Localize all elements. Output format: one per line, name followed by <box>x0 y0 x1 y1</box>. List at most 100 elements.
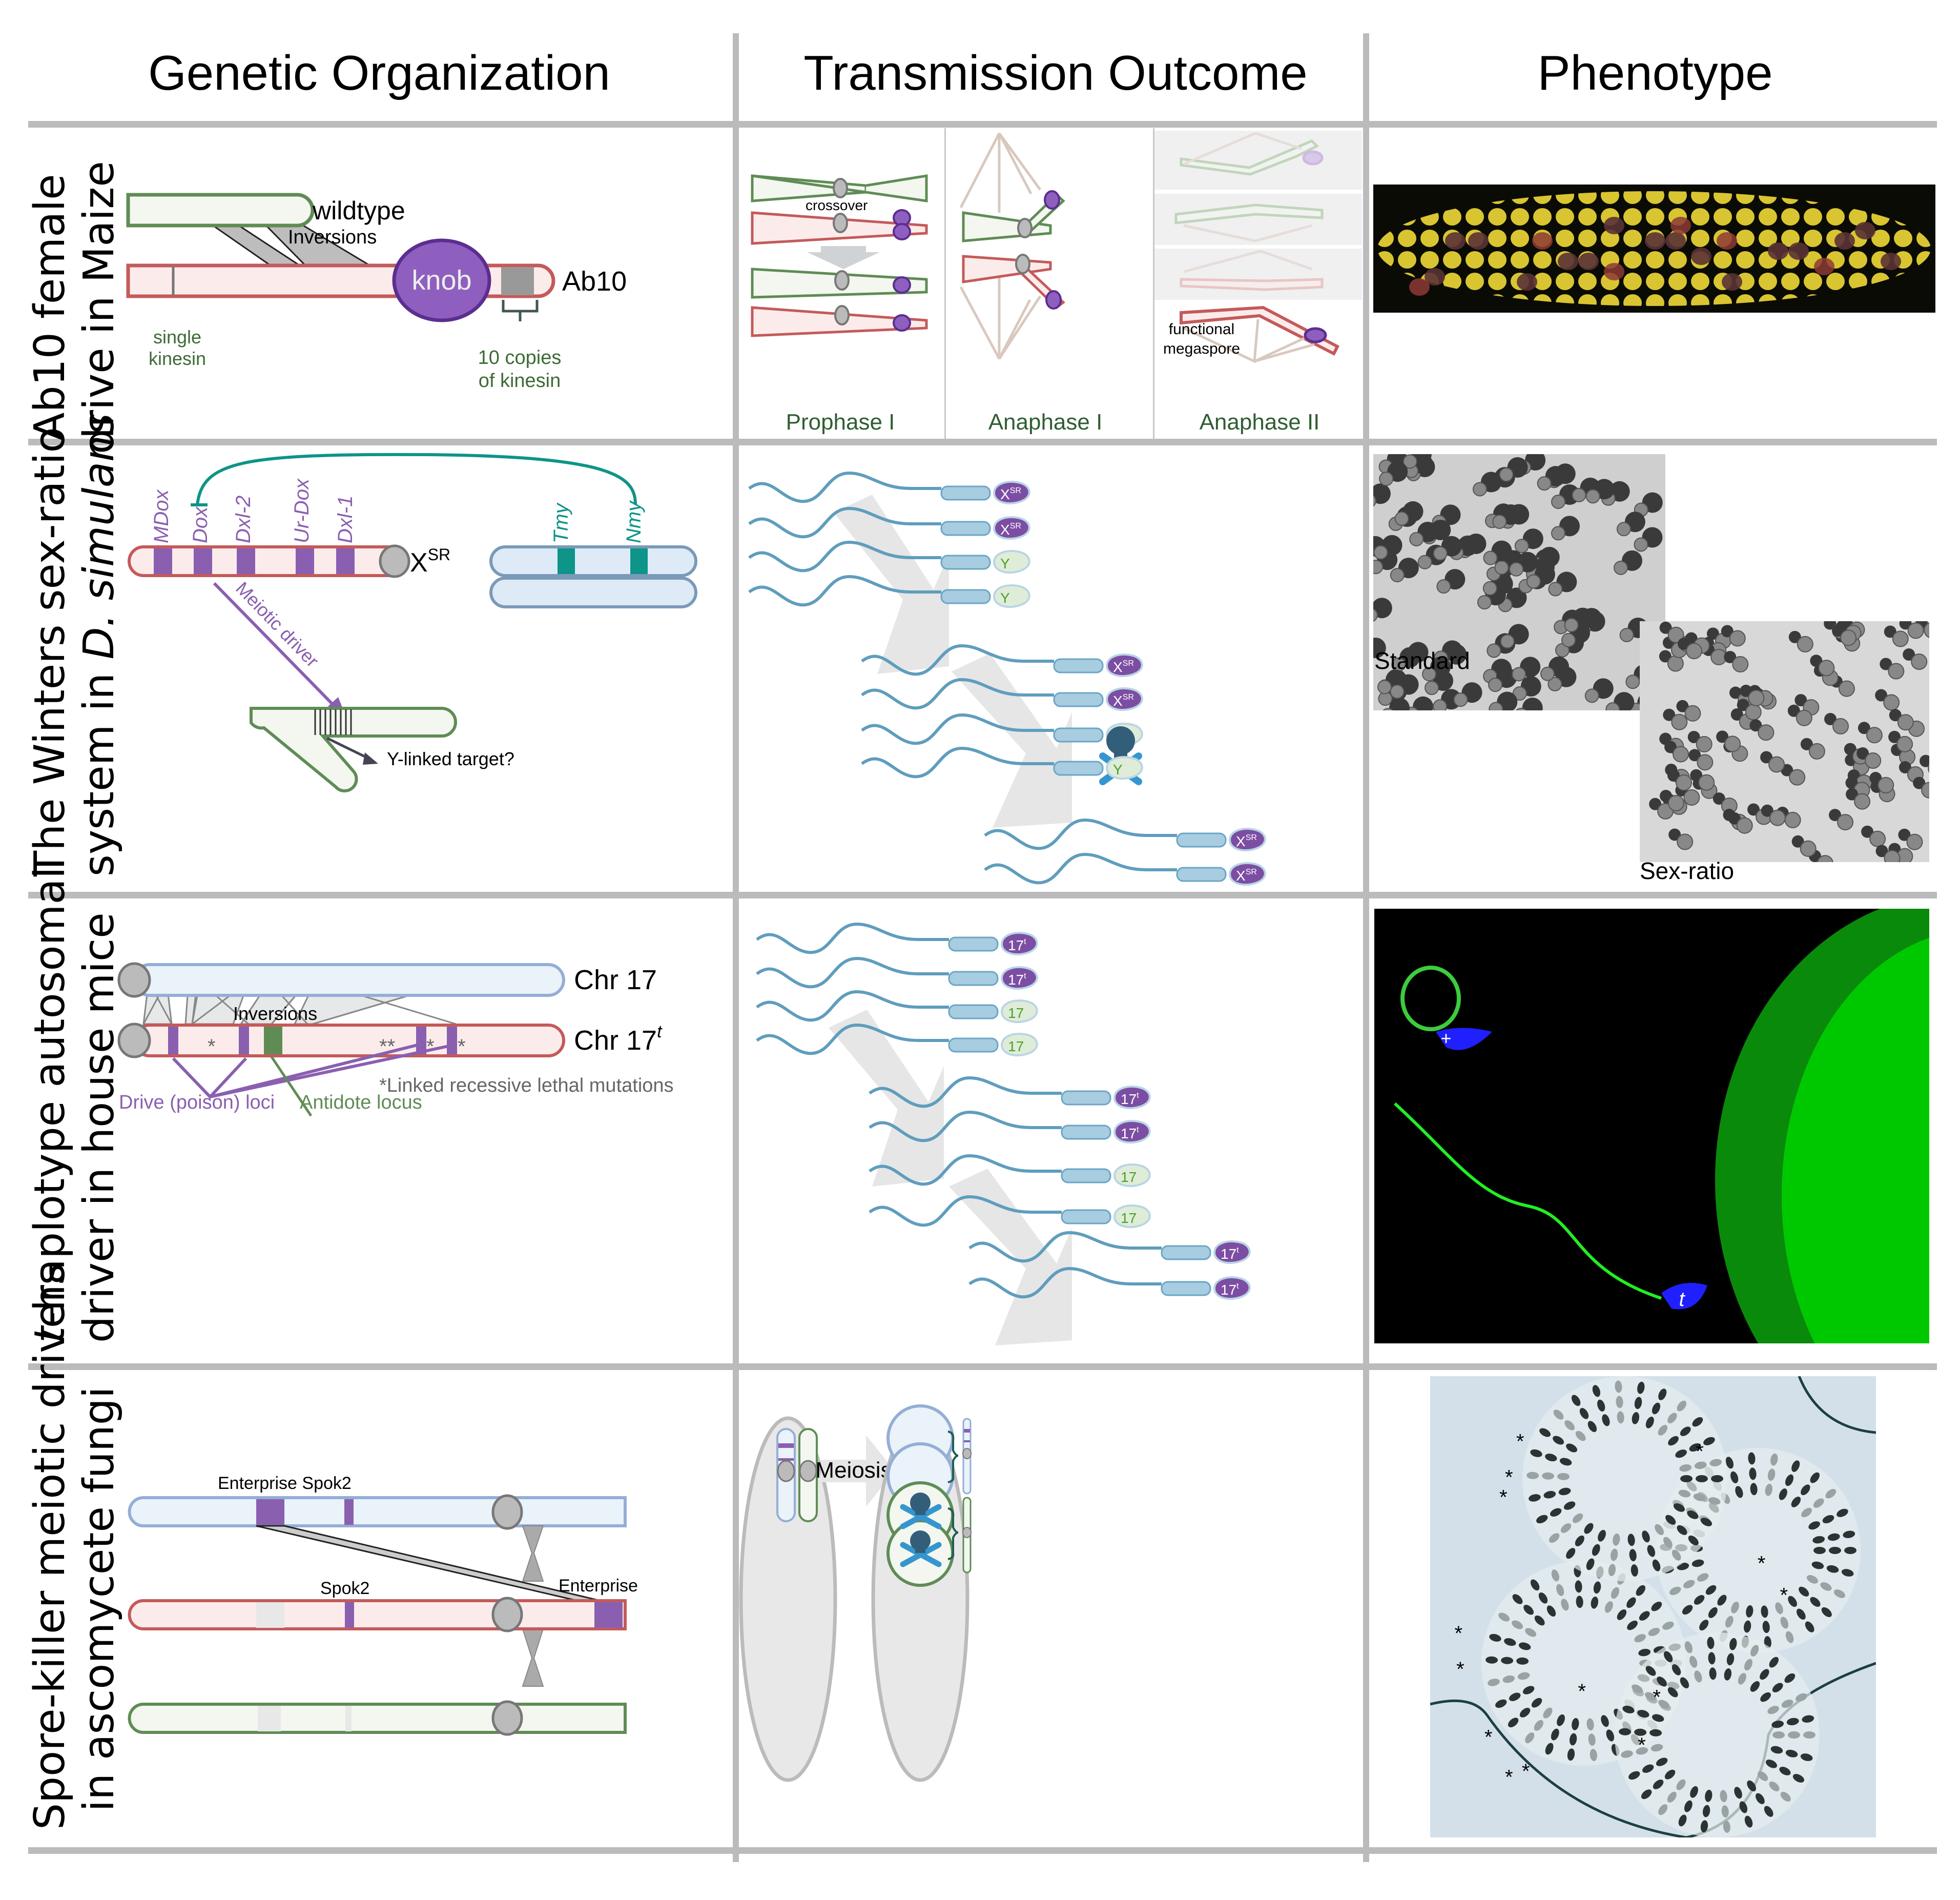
axoneme-ring <box>1373 608 1378 622</box>
asterisk-marker: * <box>1522 1760 1530 1783</box>
ascospore <box>1803 1731 1815 1739</box>
axoneme-dark <box>1898 828 1911 841</box>
column-title-genetic: Genetic Organization <box>148 46 610 100</box>
axoneme-ring <box>1854 793 1871 810</box>
ascospore <box>1512 1594 1523 1604</box>
axoneme-ring <box>1619 627 1634 642</box>
ascospore <box>1575 1535 1584 1546</box>
meiosis-label: Meiosis <box>815 1458 892 1483</box>
ascospore <box>1576 1596 1583 1608</box>
axoneme-ring <box>1417 555 1432 569</box>
ascospore <box>1543 1490 1556 1499</box>
axoneme-ring <box>1572 487 1586 502</box>
centromere-icon <box>491 1700 523 1736</box>
axoneme-ring <box>1911 653 1928 670</box>
sex-ratio-em-photo <box>1640 621 1929 862</box>
enterprise-band <box>594 1602 623 1628</box>
axoneme-ring <box>1796 709 1812 726</box>
ascospore <box>1489 1633 1501 1642</box>
sperm-genotype-label: XSR <box>1113 693 1134 709</box>
sperm-genotype-label: XSR <box>1000 486 1021 502</box>
axoneme-ring <box>1488 678 1503 692</box>
sperm-head <box>993 584 1030 608</box>
sex-ratio-label: Sex-ratio <box>1640 857 1735 884</box>
ascospore <box>1525 1732 1535 1744</box>
sperm: 17t <box>756 956 1038 990</box>
ascospore <box>1738 1673 1746 1685</box>
ascospore <box>1694 1595 1705 1605</box>
diagonal-arrow-icon <box>834 495 949 674</box>
sperm: Y <box>748 575 1030 608</box>
row-divider-3 <box>28 1363 1937 1370</box>
axoneme-ring <box>1584 688 1599 703</box>
locus-label-dxl2: Dxl-2 <box>232 496 255 543</box>
ascospore <box>1779 1767 1791 1775</box>
axoneme-ring <box>1698 774 1715 791</box>
ascospore <box>1700 1820 1708 1833</box>
prophase-bivalent-top <box>751 174 928 245</box>
ascospore <box>1586 1718 1594 1731</box>
ascospore <box>1642 1530 1650 1543</box>
ascospore <box>1621 1750 1633 1758</box>
asterisk-marker: * <box>1454 1622 1462 1645</box>
axoneme-ring <box>1683 789 1700 806</box>
maize-kernels <box>1377 191 1931 306</box>
asci-rosettes: ************** <box>1430 1376 1876 1837</box>
axoneme-ring <box>1686 643 1703 660</box>
axoneme-dark <box>1649 798 1662 810</box>
row-divider-2 <box>28 892 1937 898</box>
ascospore <box>1780 1791 1791 1802</box>
axoneme-ring <box>1696 736 1713 752</box>
antidote-leader <box>270 1056 313 1117</box>
sperm-head <box>993 516 1030 540</box>
axoneme-dark <box>1846 788 1859 801</box>
ascospore <box>1746 1605 1753 1618</box>
down-arrow-icon <box>807 246 880 269</box>
axoneme-dark <box>1389 698 1410 710</box>
axoneme-ring <box>1512 667 1526 682</box>
sperm-midpiece <box>1053 692 1104 707</box>
asterisk-marker: * <box>1696 1440 1704 1463</box>
ascospore <box>1557 1473 1570 1480</box>
ascospore <box>1572 1513 1583 1523</box>
ascospore <box>1801 1507 1812 1518</box>
axoneme-ring <box>1500 634 1515 649</box>
ascospore <box>1526 1472 1539 1479</box>
sperm: XSR <box>748 471 1030 505</box>
ascospore <box>1812 1536 1825 1544</box>
ascospore <box>1571 1395 1581 1406</box>
axoneme-dark <box>1888 730 1901 743</box>
ascospore <box>1647 1545 1656 1557</box>
ascospore <box>1679 1464 1692 1472</box>
axoneme-ring <box>1548 677 1562 691</box>
wildtype-sperm-head <box>1436 1028 1492 1050</box>
locus-label-mdox: MDox <box>150 489 173 543</box>
ab10-meiosis-diagram: crossover functional megaspore Prophase … <box>751 131 1362 435</box>
prophase-bivalent-bottom <box>751 268 928 337</box>
sperm: 17 <box>756 990 1038 1024</box>
stage-label-anaphase-ii: Anaphase II <box>1200 410 1320 435</box>
asterisk-marker: * <box>1505 1766 1513 1789</box>
ascospore <box>1687 1510 1699 1519</box>
axoneme-ring <box>1402 454 1417 469</box>
sperm: 17 <box>756 1023 1038 1057</box>
ascospore <box>1684 1800 1693 1812</box>
antidote-band <box>264 1027 282 1054</box>
sperm-midpiece <box>1161 1281 1211 1296</box>
chr17t-chromosome <box>133 1024 565 1057</box>
ascospore <box>1653 1780 1664 1789</box>
ascospore <box>1775 1602 1783 1615</box>
empty-locus <box>258 1706 281 1731</box>
spore-killer-genetic-diagram: Enterprise Spok2 Spok2 Enterprise <box>128 1474 638 1736</box>
sperm-midpiece <box>940 485 991 501</box>
ascospore <box>1762 1621 1770 1633</box>
sperm-midpiece <box>1161 1245 1211 1260</box>
sperm-genotype-label: 17 <box>1121 1210 1137 1226</box>
centromere-icon <box>379 544 410 578</box>
sperm-tail <box>968 1266 1162 1299</box>
axoneme-ring <box>1390 568 1405 583</box>
axoneme-dark <box>1676 700 1689 712</box>
sperm: XSR <box>861 644 1143 678</box>
ascospore <box>1693 1493 1706 1501</box>
sperm-midpiece <box>940 589 991 604</box>
